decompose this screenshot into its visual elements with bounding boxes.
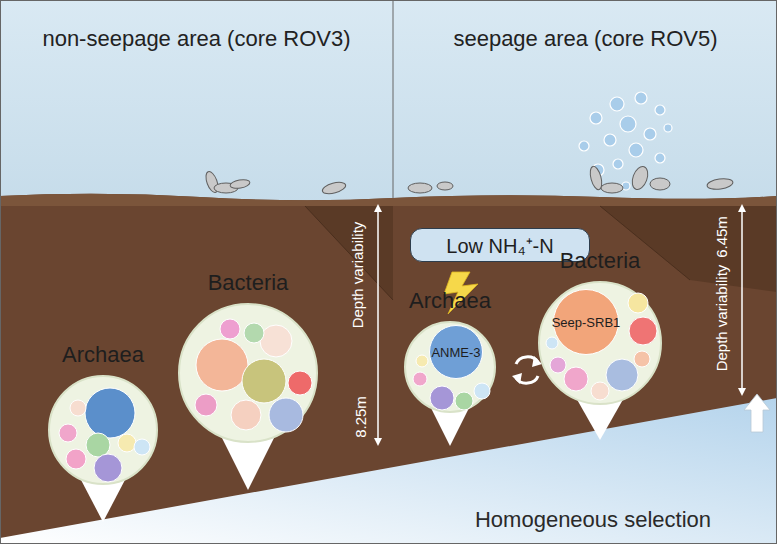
taxon-dot bbox=[59, 424, 77, 442]
taxon-dot bbox=[455, 392, 473, 410]
taxon-dot bbox=[546, 337, 558, 349]
taxon-dot bbox=[416, 355, 428, 367]
community-circle: ArchaeaANME-3 bbox=[404, 321, 496, 413]
community-disc bbox=[179, 304, 317, 442]
group-heading: Bacteria bbox=[118, 270, 378, 296]
taxon-dot bbox=[94, 454, 122, 482]
node-label: Low NH₄⁺-N bbox=[446, 232, 553, 259]
sediment bbox=[0, 194, 777, 544]
community-circle: BacteriaSeep-SRB1 bbox=[538, 281, 662, 405]
taxon-dot bbox=[606, 359, 638, 391]
group-heading: Bacteria bbox=[478, 248, 722, 274]
taxon-dot bbox=[134, 439, 150, 455]
panel-divider bbox=[393, 0, 394, 198]
taxon-dot bbox=[474, 383, 490, 399]
pin-pointers bbox=[80, 396, 625, 522]
community-outline bbox=[48, 375, 158, 485]
node-label: Seep-SRB1 bbox=[552, 315, 621, 330]
taxon-dot bbox=[196, 339, 248, 391]
depth-label: Depth variability bbox=[349, 222, 366, 329]
community-disc bbox=[405, 322, 495, 412]
depth-label: 8.25m bbox=[352, 396, 369, 438]
taxon-dot bbox=[629, 317, 657, 345]
depth-arrow bbox=[741, 208, 743, 392]
panel-title: seepage area (core ROV5) bbox=[394, 26, 777, 52]
community-disc bbox=[49, 376, 157, 484]
taxon-dot bbox=[85, 388, 135, 438]
taxon-dot bbox=[269, 398, 303, 432]
taxon-dot bbox=[260, 325, 292, 357]
taxon-circle: Seep-SRB1 bbox=[553, 289, 619, 355]
taxon-dot bbox=[220, 319, 240, 339]
taxon-dot bbox=[564, 367, 588, 391]
taxon-dot bbox=[430, 386, 454, 410]
community-disc bbox=[539, 282, 661, 404]
gas-bubbles bbox=[579, 92, 672, 190]
taxon-dot bbox=[195, 394, 217, 416]
node-label: ANME-3 bbox=[431, 345, 480, 360]
taxon-dot bbox=[66, 449, 86, 469]
panel: non-seepage area (core ROV3)ArchaeaBacte… bbox=[0, 0, 393, 544]
sediment-surface bbox=[0, 194, 777, 206]
taxon-dot bbox=[118, 434, 136, 452]
taxon-dot bbox=[288, 371, 312, 395]
depth-label: 6.45m bbox=[713, 216, 730, 258]
depth-arrow bbox=[377, 208, 379, 442]
taxon-dot bbox=[413, 372, 427, 386]
taxon-circle: ANME-3 bbox=[429, 325, 483, 379]
taxon-dot bbox=[70, 400, 86, 416]
group-heading: Archaea bbox=[344, 288, 556, 314]
panel-title: non-seepage area (core ROV3) bbox=[0, 26, 393, 52]
community-circle: Bacteria bbox=[178, 303, 318, 443]
taxon-dot bbox=[86, 433, 110, 457]
taxon-dot bbox=[628, 293, 648, 313]
taxon-dot bbox=[244, 323, 264, 343]
community-outline bbox=[178, 303, 318, 443]
taxon-dot bbox=[231, 400, 261, 430]
taxon-dot bbox=[591, 382, 609, 400]
depth-label: Depth variability bbox=[713, 265, 730, 372]
taxon-dot bbox=[550, 357, 566, 373]
process-label: Homogeneous selection bbox=[475, 507, 711, 533]
upward-arrow bbox=[744, 394, 770, 432]
community-circle: Archaea bbox=[48, 375, 158, 485]
taxon-dot bbox=[634, 351, 650, 367]
exchange-arrowheads bbox=[512, 356, 542, 384]
seawater bbox=[0, 0, 777, 205]
taxon-dot bbox=[242, 359, 286, 403]
mussel-shells bbox=[204, 164, 734, 196]
